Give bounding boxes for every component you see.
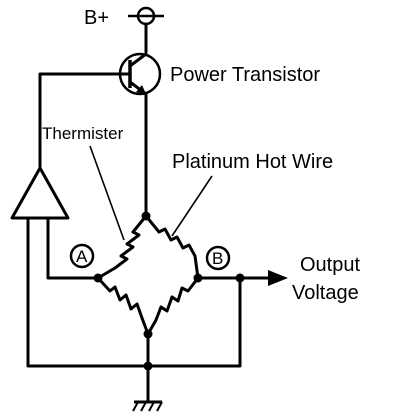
node-b-label: B	[212, 249, 223, 268]
amplifier-input-wire-b	[26, 216, 150, 368]
platinum-hot-wire-leader	[171, 175, 213, 237]
platinum-hot-wire-label: Platinum Hot Wire	[172, 151, 333, 173]
resistor-platinum-hot-wire	[144, 214, 200, 280]
thermister-label: Thermister	[42, 124, 124, 143]
amplifier-triangle	[10, 166, 70, 220]
node-a-label: A	[76, 247, 88, 266]
power-transistor: Power Transistor	[118, 52, 320, 96]
amplifier-input-wire-a	[46, 216, 100, 280]
ground-symbol	[132, 332, 163, 412]
bridge-network	[93, 211, 203, 339]
output-arrow	[268, 270, 288, 286]
supply-label: B+	[84, 7, 109, 29]
node-b-marker: B	[205, 245, 231, 271]
power-transistor-label: Power Transistor	[170, 64, 320, 86]
ground-hatch-4	[156, 401, 163, 412]
ground-hatch-2	[140, 401, 147, 412]
thermister-leader	[89, 145, 125, 241]
resistor-bottom-left	[96, 276, 150, 336]
ground-junction	[143, 361, 153, 371]
resistor-thermister	[96, 214, 148, 280]
base-feedback-wire	[38, 72, 132, 170]
node-a-marker: A	[69, 243, 95, 269]
output-label-line2: Voltage	[292, 282, 359, 304]
ground-hatch-3	[148, 401, 155, 412]
transistor-emitter-arrow	[136, 85, 146, 94]
node-b-circle	[205, 245, 231, 271]
ground-hatch-1	[132, 401, 139, 412]
output-return-wire	[146, 276, 242, 368]
supply-terminal: B+	[84, 6, 164, 54]
output-label-line1: Output	[300, 254, 360, 276]
resistor-bottom-right	[146, 276, 200, 336]
node-a-circle	[69, 243, 95, 269]
transistor-collector	[128, 52, 148, 68]
